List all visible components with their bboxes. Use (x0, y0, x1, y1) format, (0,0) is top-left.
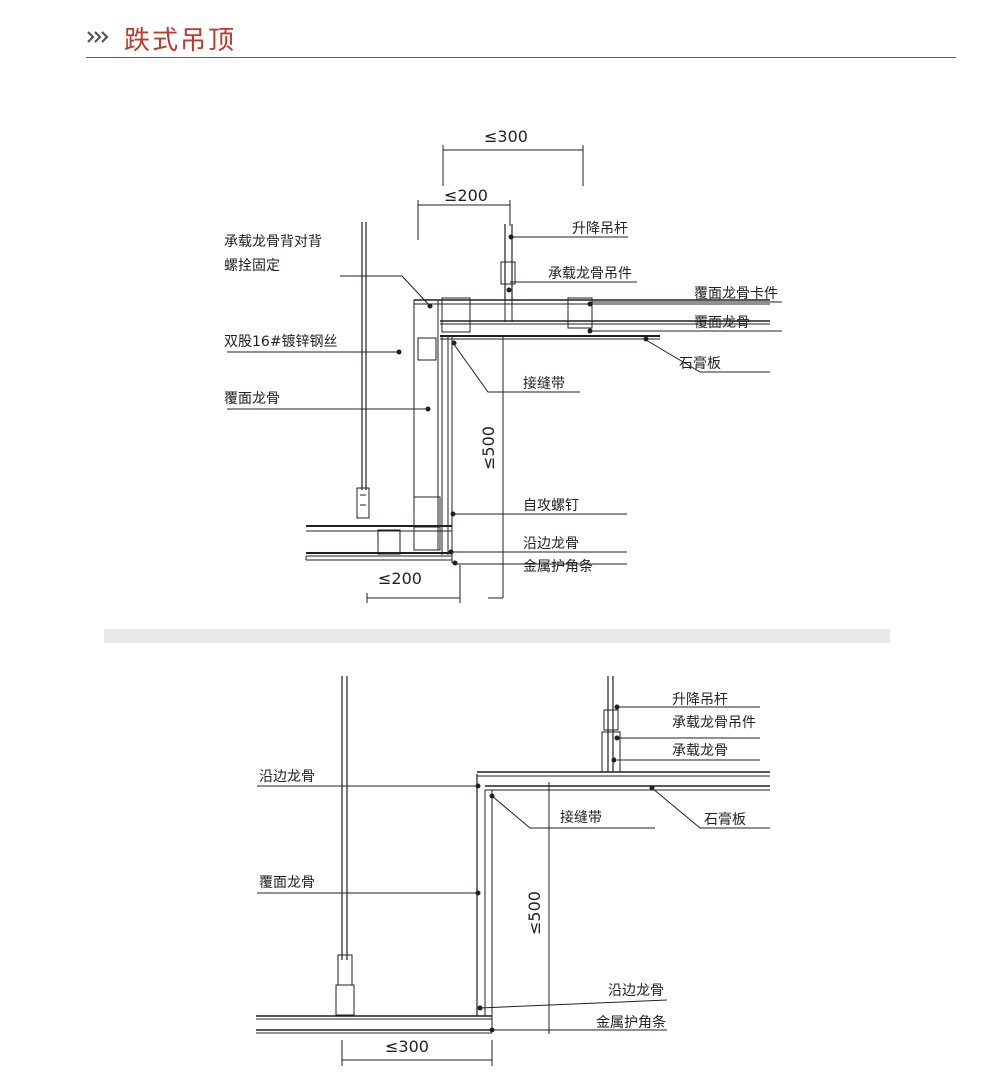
header-divider (86, 57, 956, 58)
section-separator (104, 629, 890, 643)
dim-300-top: ≤300 (484, 127, 528, 146)
label-bolt-fix-line2: 螺拴固定 (224, 258, 280, 274)
label-cover-keel-clip: 覆面龙骨卡件 (694, 286, 778, 302)
dim-300-bottom-d2: ≤300 (385, 1037, 429, 1056)
label-joint-tape: 接缝带 (523, 375, 565, 392)
label-bolt-fix-line1: 承载龙骨背对背 (224, 234, 322, 250)
d2-label-metal-corner-strip: 金属护角条 (596, 1014, 666, 1031)
d2-label-edge-keel-top: 沿边龙骨 (259, 769, 315, 785)
label-metal-corner-strip: 金属护角条 (523, 558, 593, 575)
left-hanger-clip (356, 487, 370, 519)
label-cover-keel-left: 覆面龙骨 (224, 391, 280, 407)
dim-500-vertical: ≤500 (479, 426, 498, 470)
d2-label-lift-rod: 升降吊杆 (672, 692, 728, 708)
upper-hanger-left (441, 297, 471, 333)
label-wire: 双股16#镀锌钢丝 (224, 333, 338, 350)
lower-clip-left (377, 529, 401, 555)
page-title: 跌式吊顶 (124, 26, 237, 56)
dim-200-top: ≤200 (444, 186, 488, 205)
d2-label-cover-keel: 覆面龙骨 (259, 875, 315, 891)
label-gypsum-board: 石膏板 (679, 355, 721, 372)
double-chevron-right-icon (87, 31, 109, 43)
label-main-keel-hanger: 承载龙骨吊件 (548, 266, 632, 282)
label-edge-keel: 沿边龙骨 (523, 536, 579, 552)
d2-label-main-keel: 承载龙骨 (672, 743, 728, 759)
label-self-tapping-screw: 自攻螺钉 (523, 498, 579, 514)
page-header: 跌式吊顶 (86, 18, 956, 58)
label-cover-keel-right: 覆面龙骨 (694, 315, 750, 331)
lower-hanger-right (413, 525, 441, 551)
upper-hanger-right (567, 297, 593, 329)
left-hanger-bracket (335, 984, 355, 1016)
right-hanger-bracket (601, 731, 621, 773)
d2-label-main-keel-hanger: 承载龙骨吊件 (672, 715, 756, 731)
d2-label-joint-tape: 接缝带 (560, 809, 602, 826)
label-lift-rod: 升降吊杆 (572, 221, 628, 237)
dim-200-bottom: ≤200 (378, 569, 422, 588)
d2-label-gypsum-board: 石膏板 (704, 811, 746, 828)
dim-500-vertical-d2: ≤500 (525, 891, 544, 935)
d2-label-edge-keel-bottom: 沿边龙骨 (608, 983, 664, 999)
